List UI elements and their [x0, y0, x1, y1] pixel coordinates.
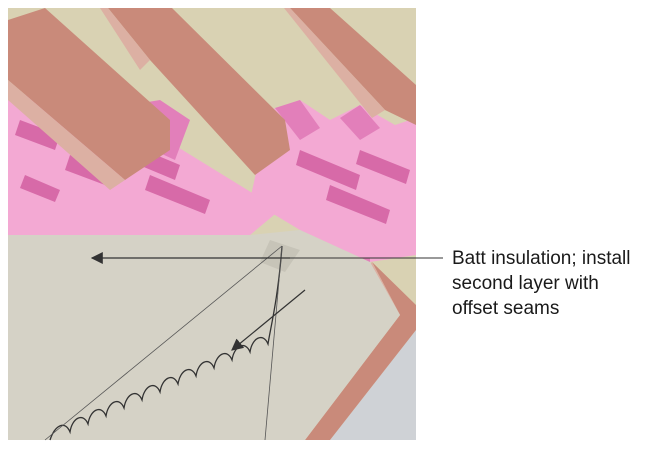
joist-middle — [100, 8, 290, 175]
callout-line-2: second layer with — [452, 273, 599, 294]
batt-layer-second — [8, 230, 400, 440]
callout-label: Batt insulation; install second layer wi… — [452, 246, 668, 321]
callout-line-1: Batt insulation; install — [452, 248, 631, 269]
joist-right — [284, 8, 416, 125]
callout-line-3: offset seams — [452, 298, 560, 319]
joist-left — [8, 8, 170, 190]
arrow-down-left — [231, 289, 306, 351]
offset-seam — [44, 245, 283, 441]
